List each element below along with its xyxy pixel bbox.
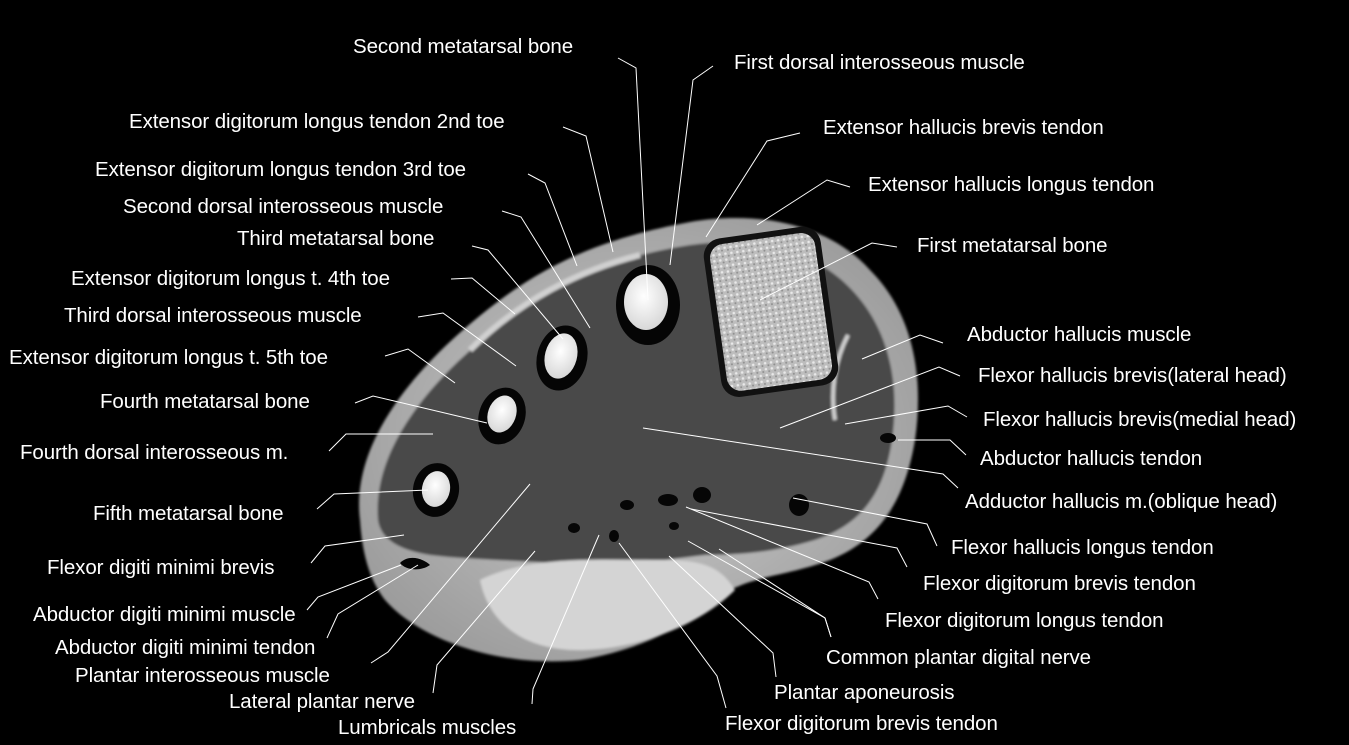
label-third-metatarsal-bone: Third metatarsal bone: [237, 227, 435, 250]
leader-line-extensor-hallucis-longus-tendon: [756, 179, 851, 226]
leader-line-abductor-hallucis-muscle: [861, 334, 944, 360]
leader-line-second-metatarsal-bone: [617, 57, 649, 301]
leader-line-plantar-interosseous-muscle: [370, 483, 531, 664]
leader-line-abductor-digiti-minimi-tendon: [326, 564, 419, 639]
label-edl-t-4th-toe: Extensor digitorum longus t. 4th toe: [71, 267, 390, 290]
leader-lines: [306, 57, 968, 709]
fourth-metatarsal-bone-shape: [478, 387, 526, 445]
leader-line-common-plantar-digital-nerve: [718, 548, 832, 638]
leader-line-edl-tendon-2nd-toe: [562, 126, 614, 253]
leader-line-second-dorsal-interosseous-muscle: [501, 210, 591, 329]
leader-line-plantar-aponeurosis: [668, 555, 777, 678]
leader-line-extensor-hallucis-brevis-tendon: [705, 132, 801, 238]
label-abductor-digiti-minimi-tendon: Abductor digiti minimi tendon: [55, 636, 316, 659]
label-lateral-plantar-nerve: Lateral plantar nerve: [229, 690, 415, 713]
label-abductor-hallucis-tendon: Abductor hallucis tendon: [980, 447, 1203, 470]
label-first-dorsal-interosseous-muscle: First dorsal interosseous muscle: [734, 51, 1025, 74]
flexor-tendons: [400, 433, 896, 570]
leader-line-flexor-hallucis-longus-tendon: [792, 497, 938, 547]
label-extensor-hallucis-longus-tendon: Extensor hallucis longus tendon: [868, 173, 1155, 196]
label-fourth-dorsal-interosseous-m: Fourth dorsal interosseous m.: [20, 441, 289, 464]
leader-line-fourth-dorsal-interosseous-m: [328, 433, 433, 452]
leader-line-lumbricals-muscles: [531, 534, 600, 705]
label-plantar-interosseous-muscle: Plantar interosseous muscle: [75, 664, 330, 687]
label-adductor-hallucis-oblique-head: Adductor hallucis m.(oblique head): [965, 490, 1278, 513]
label-third-dorsal-interosseous-muscle: Third dorsal interosseous muscle: [64, 304, 362, 327]
leader-line-abductor-hallucis-tendon: [898, 439, 967, 456]
leader-line-first-dorsal-interosseous-muscle: [669, 65, 714, 266]
leader-line-first-metatarsal-bone: [759, 242, 898, 301]
label-fhb-lateral-head: Flexor hallucis brevis(lateral head): [978, 364, 1287, 387]
second-metatarsal-bone-shape: [616, 265, 680, 345]
label-fhb-medial-head: Flexor hallucis brevis(medial head): [983, 408, 1297, 431]
leader-line-fhb-medial-head: [844, 405, 968, 425]
first-metatarsal-bone-shape: [703, 226, 839, 397]
label-edl-tendon-3rd-toe: Extensor digitorum longus tendon 3rd toe: [95, 158, 466, 181]
label-second-dorsal-interosseous-muscle: Second dorsal interosseous muscle: [123, 195, 444, 218]
label-flexor-digitorum-brevis-tendon-lower: Flexor digitorum brevis tendon: [725, 712, 998, 735]
label-fourth-metatarsal-bone: Fourth metatarsal bone: [100, 390, 310, 413]
label-edl-t-5th-toe: Extensor digitorum longus t. 5th toe: [9, 346, 328, 369]
label-common-plantar-digital-nerve: Common plantar digital nerve: [826, 646, 1091, 669]
label-extensor-hallucis-brevis-tendon: Extensor hallucis brevis tendon: [823, 116, 1104, 139]
label-edl-tendon-2nd-toe: Extensor digitorum longus tendon 2nd toe: [129, 110, 505, 133]
label-abductor-digiti-minimi-muscle: Abductor digiti minimi muscle: [33, 603, 296, 626]
label-second-metatarsal-bone: Second metatarsal bone: [353, 35, 574, 58]
leader-line-edl-tendon-3rd-toe: [527, 173, 578, 267]
plantar-fat-pad: [480, 559, 735, 651]
leader-line-lateral-plantar-nerve: [432, 550, 536, 694]
fifth-metatarsal-bone-shape: [412, 463, 460, 517]
label-flexor-hallucis-longus-tendon: Flexor hallucis longus tendon: [951, 536, 1214, 559]
leader-line-flexor-digiti-minimi-brevis: [310, 534, 405, 564]
label-plantar-aponeurosis: Plantar aponeurosis: [774, 681, 955, 704]
leader-line-flexor-digitorum-longus-tendon: [685, 506, 879, 600]
leader-line-fifth-metatarsal-bone: [316, 489, 429, 510]
leader-line-edl-t-5th-toe: [384, 348, 456, 384]
label-first-metatarsal-bone: First metatarsal bone: [917, 234, 1108, 257]
label-lumbricals-muscles: Lumbricals muscles: [338, 716, 517, 739]
label-flexor-digitorum-brevis-tendon-upper: Flexor digitorum brevis tendon: [923, 572, 1196, 595]
label-fifth-metatarsal-bone: Fifth metatarsal bone: [93, 502, 284, 525]
leader-line-edl-t-4th-toe: [450, 277, 516, 315]
label-flexor-digiti-minimi-brevis: Flexor digiti minimi brevis: [47, 556, 275, 579]
leader-line-fhb-lateral-head: [779, 366, 961, 429]
leader-line-flexor-digitorum-brevis-tendon-upper: [690, 508, 908, 568]
third-metatarsal-bone-shape: [536, 325, 588, 391]
leader-line-third-metatarsal-bone: [471, 245, 564, 340]
leader-line-flexor-digitorum-brevis-tendon-lower: [618, 542, 727, 709]
leader-line-third-dorsal-interosseous-muscle: [417, 312, 517, 367]
leader-line-adductor-hallucis-oblique-head: [642, 427, 959, 489]
label-flexor-digitorum-longus-tendon: Flexor digitorum longus tendon: [885, 609, 1164, 632]
label-abductor-hallucis-muscle: Abductor hallucis muscle: [967, 323, 1192, 346]
leader-line-fourth-metatarsal-bone: [354, 395, 488, 424]
leader-line-abductor-digiti-minimi-muscle: [306, 564, 402, 611]
